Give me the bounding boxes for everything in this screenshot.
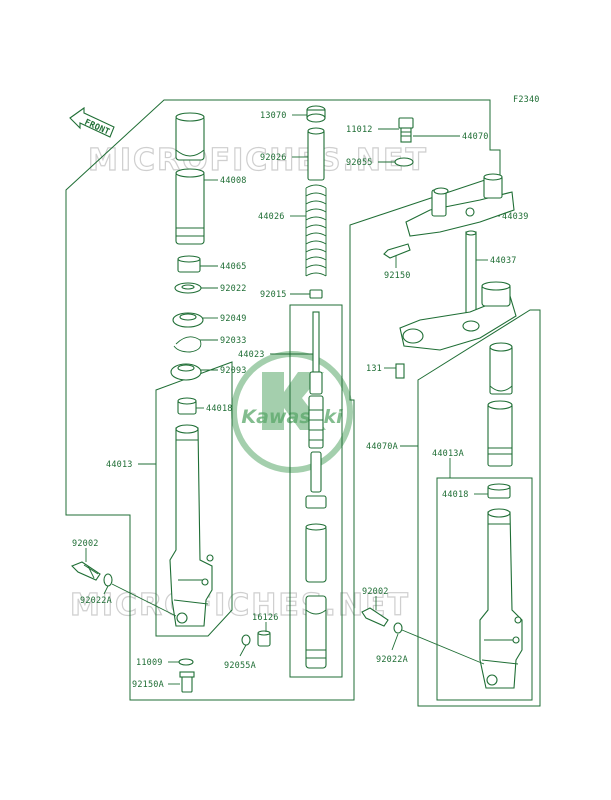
- label-44013: 44013: [106, 460, 133, 470]
- label-44008: 44008: [220, 176, 247, 186]
- label-11009: 11009: [136, 658, 163, 668]
- part-right-inner-tube: [487, 342, 513, 467]
- part-44026-spring: [305, 184, 327, 277]
- label-92015: 92015: [260, 290, 287, 300]
- part-44013-outer-tube: [169, 424, 214, 627]
- part-92026-spacer: [307, 127, 325, 181]
- label-92093: 92093: [220, 366, 247, 376]
- label-92022: 92022: [220, 284, 247, 294]
- label-44070A: 44070A: [366, 442, 398, 452]
- leader-lines: [85, 114, 500, 685]
- outline-44013: [155, 361, 233, 637]
- part-11009-gasket: [178, 658, 194, 666]
- part-92033-circlip: [173, 336, 202, 353]
- label-13070: 13070: [260, 111, 287, 121]
- part-92150A-bolt: [179, 671, 195, 693]
- part-92002-bolt-left: [71, 561, 101, 581]
- outline-44070A: [417, 309, 541, 707]
- part-44018-bushing: [177, 397, 197, 415]
- label-44037: 44037: [490, 256, 517, 266]
- logo-text: Kawasaki: [241, 406, 343, 428]
- part-44037-stem: [399, 230, 517, 351]
- part-92093-dustseal: [170, 363, 202, 381]
- part-131-bolt: [395, 363, 405, 379]
- label-11012: 11012: [346, 125, 373, 135]
- label-92055A: 92055A: [224, 661, 256, 671]
- label-44026: 44026: [258, 212, 285, 222]
- label-16126: 16126: [252, 613, 279, 623]
- label-92002-left: 92002: [72, 539, 99, 549]
- part-44023-damper: [305, 311, 327, 669]
- label-92033: 92033: [220, 336, 247, 346]
- label-44018-right: 44018: [442, 490, 469, 500]
- part-92022A-washer-left: [103, 573, 113, 587]
- front-arrow-icon: FRONT: [69, 106, 115, 138]
- label-92150A: 92150A: [132, 680, 164, 690]
- part-92150-bolt: [383, 243, 411, 259]
- label-92026: 92026: [260, 153, 287, 163]
- label-92049: 92049: [220, 314, 247, 324]
- label-92022A-right: 92022A: [376, 655, 408, 665]
- part-92022A-washer-right: [393, 622, 403, 634]
- watermark-bottom: MICROFICHES.NET: [70, 588, 410, 623]
- label-44013A: 44013A: [432, 449, 464, 459]
- kawasaki-logo: Kawasaki: [231, 351, 353, 473]
- label-44023: 44023: [238, 350, 265, 360]
- part-44018-bushing-right: [487, 483, 511, 499]
- figure-code: F2340: [513, 95, 540, 105]
- part-13070-cap: [306, 105, 326, 123]
- label-44039: 44039: [502, 212, 529, 222]
- main-outline: [65, 99, 501, 701]
- label-44018: 44018: [206, 404, 233, 414]
- part-labels: 13070 11012 44070 92026 92055 44008 4402…: [72, 111, 529, 690]
- part-92002-bolt-right: [361, 607, 389, 627]
- label-92002-right: 92002: [362, 587, 389, 597]
- part-44065-ring: [177, 255, 201, 273]
- part-92049-seal: [172, 312, 204, 328]
- part-44008-tube: [175, 112, 205, 245]
- part-44013A-outer-tube: [479, 508, 523, 689]
- watermark-top: MICROFICHES.NET: [88, 143, 428, 178]
- label-92055: 92055: [346, 158, 373, 168]
- label-92022A-left: 92022A: [80, 596, 112, 606]
- part-92015-ring: [309, 289, 323, 299]
- part-11012-bolt: [398, 117, 414, 143]
- part-44039-upper-bracket: [405, 173, 515, 237]
- part-16126-screw: [257, 630, 271, 647]
- part-92022-washer: [174, 282, 202, 294]
- part-92055-oring: [394, 157, 414, 167]
- label-44070: 44070: [462, 132, 489, 142]
- part-92055A-gasket: [241, 634, 251, 646]
- label-92150: 92150: [384, 271, 411, 281]
- label-44065: 44065: [220, 262, 247, 272]
- label-131: 131: [366, 364, 382, 374]
- outline-44013A: [436, 477, 533, 701]
- outline-44023: [289, 304, 343, 678]
